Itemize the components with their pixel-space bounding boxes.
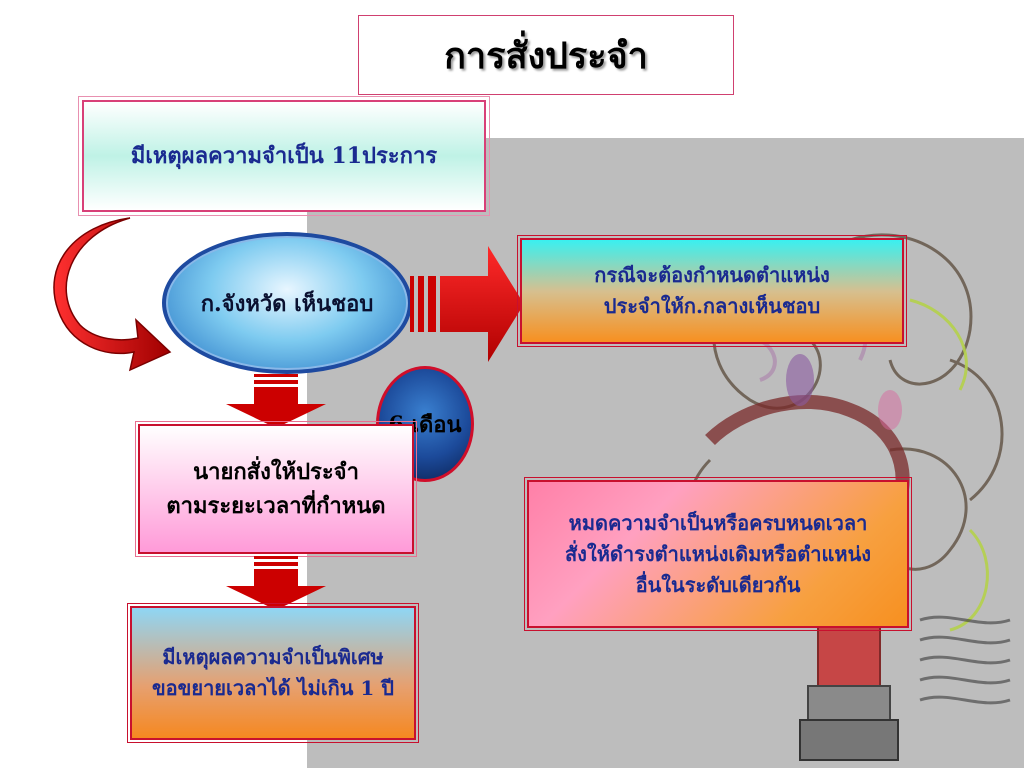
end-of-assignment-box: หมดความจำเป็นหรือครบหนดเวลา สั่งให้ดำรงต… — [524, 477, 912, 631]
title-box: การสั่งประจำ — [358, 15, 734, 95]
mayor-order-box: นายกสั่งให้ประจำ ตามระยะเวลาที่กำหนด — [135, 421, 417, 557]
central-approval-line2: ประจำให้ก.กลางเห็นชอบ — [603, 294, 821, 318]
curved-arrow — [53, 217, 172, 372]
six-months-circle: 6 เดือน — [376, 366, 474, 482]
central-approval-line1: กรณีจะต้องกำหนดตำแหน่ง — [594, 263, 830, 287]
mayor-order-line1: นายกสั่งให้ประจำ — [193, 458, 359, 485]
extension-box: มีเหตุผลความจำเป็นพิเศษ ขอขยายเวลาได้ ไม… — [127, 603, 419, 743]
end-line2: สั่งให้ดำรงตำแหน่งเดิมหรือตำแหน่ง — [564, 541, 872, 566]
central-approval-box: กรณีจะต้องกำหนดตำแหน่ง ประจำให้ก.กลางเห็… — [517, 235, 907, 347]
extension-line2: ขอขยายเวลาได้ ไม่เกิน 1 ปี — [152, 676, 394, 700]
end-line1: หมดความจำเป็นหรือครบหนดเวลา — [568, 510, 868, 535]
province-approval-ellipse: ก.จังหวัด เห็นชอบ — [162, 232, 412, 374]
down-arrow-2 — [226, 556, 326, 610]
reasons-text: มีเหตุผลความจำเป็น 11ประการ — [130, 142, 438, 169]
extension-line1: มีเหตุผลความจำเป็นพิเศษ — [162, 645, 384, 669]
down-arrow-1 — [226, 374, 326, 428]
end-line3: อื่นในระดับเดียวกัน — [635, 572, 801, 597]
page-title: การสั่งประจำ — [444, 34, 648, 77]
reasons-box: มีเหตุผลความจำเป็น 11ประการ — [78, 96, 490, 216]
mayor-order-line2: ตามระยะเวลาที่กำหนด — [166, 493, 386, 519]
right-arrow — [410, 246, 524, 362]
province-approval-text: ก.จังหวัด เห็นชอบ — [200, 290, 374, 317]
